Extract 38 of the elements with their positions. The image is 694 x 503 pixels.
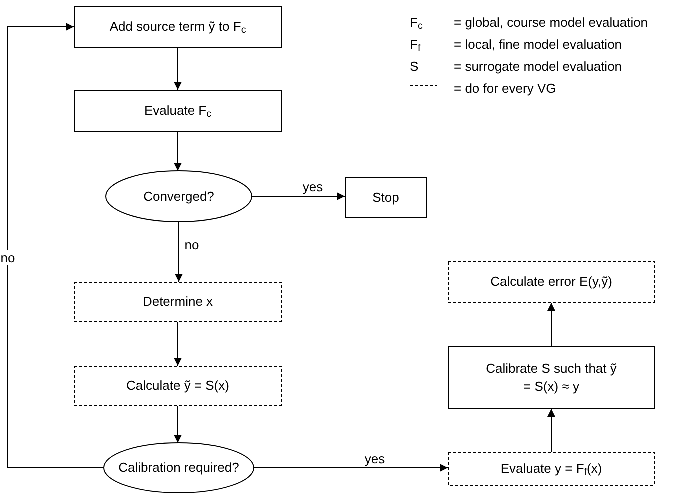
node-label: Converged? — [144, 188, 214, 206]
legend-symbol: S — [410, 58, 420, 76]
node-label: Determine x — [142, 293, 214, 311]
decision-ellipse — [104, 442, 254, 494]
node-label: Evaluate F$_{c}$ — [144, 102, 212, 120]
legend-symbol: F$_{f}$ — [410, 36, 422, 56]
node-label: Calculate error E(y,ỹ) — [490, 273, 612, 291]
arrow — [548, 302, 556, 346]
edge-label: no — [0, 250, 18, 266]
process-box — [74, 90, 282, 132]
arrow — [174, 132, 182, 172]
dashed-process-box — [74, 366, 282, 406]
node-label: Evaluate y = F$_{f}$(x) — [500, 460, 602, 478]
node-label: Calibration required? — [118, 459, 240, 477]
legend-symbol: F$_{c}$ — [410, 14, 424, 34]
node-label: Stop — [372, 188, 400, 206]
process-box — [345, 177, 427, 218]
process-box — [448, 346, 655, 409]
legend-text: = global, course model evaluation — [454, 14, 648, 32]
arrow — [254, 464, 448, 472]
arrow — [8, 23, 104, 468]
node-label: Calculate ỹ = S(x) — [126, 377, 230, 395]
arrow — [174, 48, 182, 90]
decision-ellipse — [106, 170, 252, 222]
arrow — [174, 322, 182, 366]
dashed-process-box — [74, 282, 282, 322]
process-box — [74, 6, 282, 48]
node-label: Calibrate S such that ỹ = S(x) ≈ y — [485, 360, 618, 396]
legend-text: = do for every VG — [454, 80, 558, 98]
arrow — [548, 408, 556, 452]
legend-text: = local, fine model evaluation — [454, 36, 624, 54]
node-label: Add source term ỹ to F$_{c}$ — [110, 18, 246, 36]
dashed-process-box — [448, 452, 655, 486]
dashed-process-box — [448, 261, 655, 303]
arrow — [174, 406, 182, 444]
legend-text: = surrogate model evaluation — [454, 58, 624, 76]
arrow — [252, 192, 346, 200]
arrow — [175, 222, 183, 282]
